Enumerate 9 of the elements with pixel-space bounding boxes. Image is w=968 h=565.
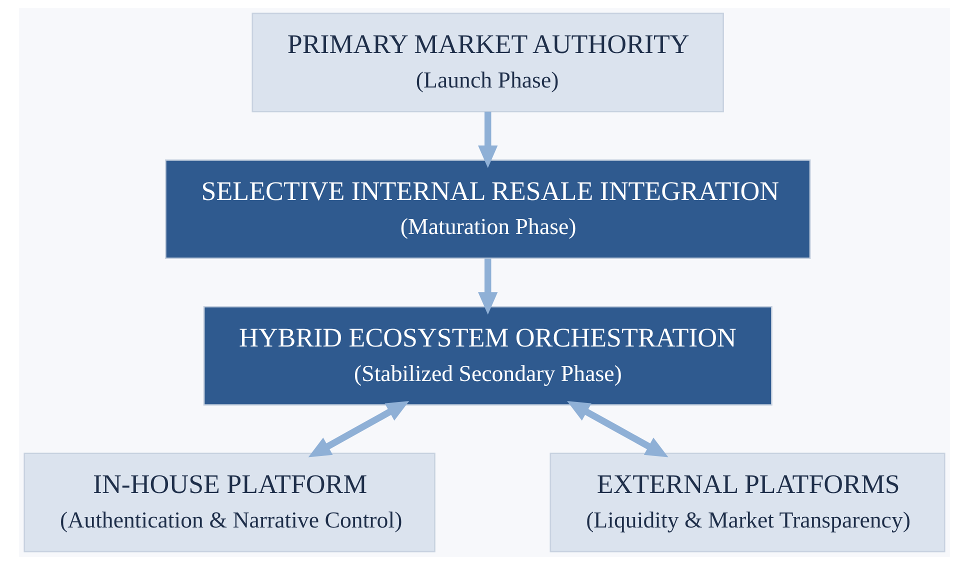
node-box: IN-HOUSE PLATFORM (Authentication & Narrative Control) (23, 452, 435, 552)
node-box: HYBRID ECOSYSTEM ORCHESTRATION (Stabilized Secondary Phase) (202, 306, 772, 406)
arrow (308, 401, 409, 458)
arrow (566, 401, 668, 458)
node-box: SELECTIVE INTERNAL RESALE INTEGRATION (Maturation Phase) (164, 159, 810, 259)
arrow (478, 258, 498, 315)
arrow (478, 112, 498, 168)
node-box: PRIMARY MARKET AUTHORITY (Launch Phase) (251, 12, 724, 112)
node-box: EXTERNAL PLATFORMS (Liquidity & Market Transparency) (549, 452, 945, 552)
